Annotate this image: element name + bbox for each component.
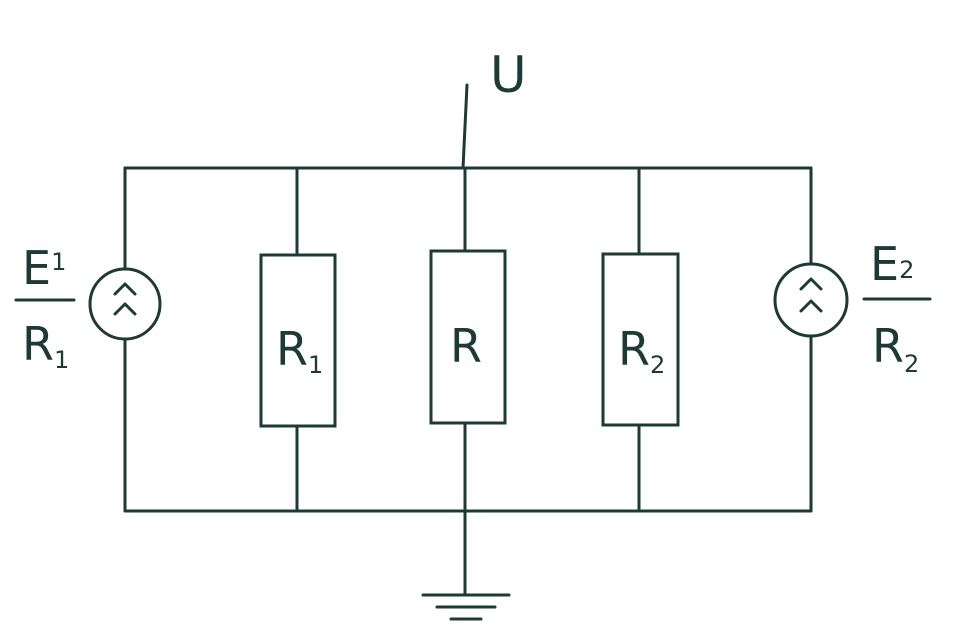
node-u-label: U [490, 46, 527, 104]
resistor-r-icon [429, 249, 507, 425]
resistor-r1-icon [259, 253, 337, 428]
source-right-label: E2 R2 [862, 237, 932, 378]
source-right-denominator: R2 [872, 319, 919, 378]
resistor-r1-label: R1 [276, 322, 323, 379]
source-left-denominator: R1 [22, 317, 69, 374]
source-branch-left [88, 166, 162, 513]
resistor-r2-icon [601, 252, 680, 427]
source-left-numerator: E1 [22, 241, 66, 295]
resistor-r2-label: R2 [618, 322, 665, 379]
source-branch-right [773, 166, 849, 513]
source-right-arrow-icon [799, 277, 823, 313]
ground-symbol [421, 509, 511, 621]
resistor-branch-r2: R2 [601, 166, 680, 513]
node-u-wire [461, 83, 469, 170]
resistor-branch-r: R [429, 166, 507, 513]
resistor-r-label: R [450, 319, 482, 373]
source-right-numerator: E2 [870, 237, 914, 291]
source-left-arrow-icon [113, 282, 137, 316]
source-left-label: E1 R1 [14, 241, 76, 374]
resistor-branch-r1: R1 [259, 166, 337, 513]
